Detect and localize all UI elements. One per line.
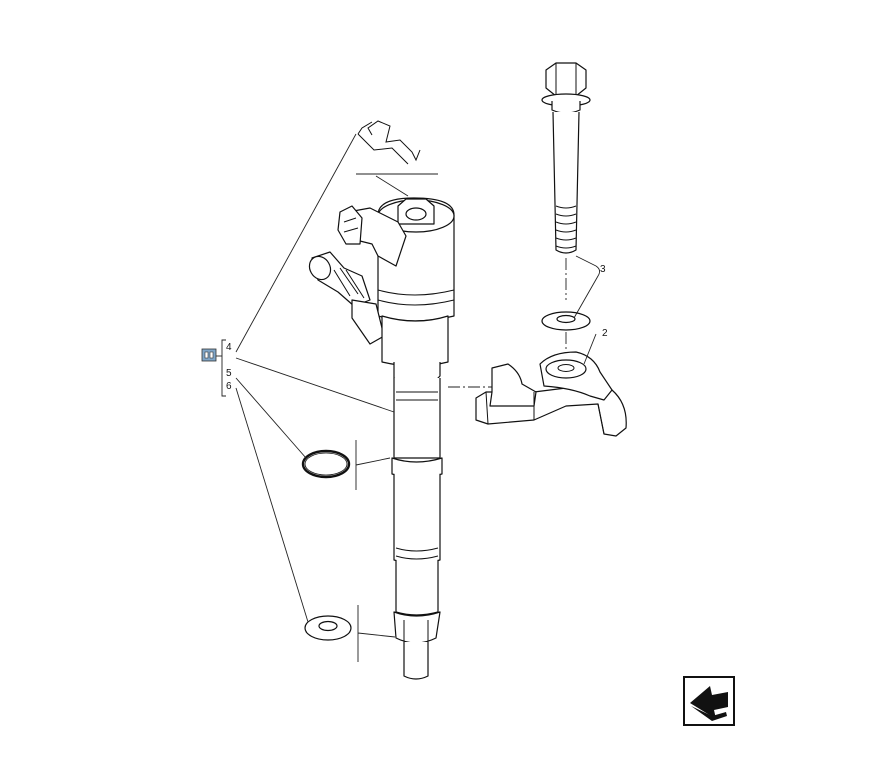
o-ring bbox=[301, 449, 351, 479]
bolt bbox=[541, 62, 591, 254]
exit-arrow-icon[interactable] bbox=[683, 676, 735, 726]
callout-4: 4 bbox=[226, 342, 232, 353]
seal-washer bbox=[304, 615, 352, 641]
washer-position-bracket bbox=[357, 605, 396, 662]
injector bbox=[308, 197, 455, 680]
callout-6: 6 bbox=[226, 381, 232, 392]
leader-line-group bbox=[235, 133, 357, 353]
leader-line-oring bbox=[235, 377, 307, 459]
bolt-washer bbox=[541, 311, 591, 331]
injector-clamp bbox=[475, 351, 627, 437]
assembly-group-icon[interactable] bbox=[201, 348, 217, 362]
leader-line-clamp bbox=[583, 333, 597, 365]
leader-line-washer bbox=[235, 387, 309, 623]
group-bracket bbox=[221, 339, 226, 397]
callout-2: 2 bbox=[602, 328, 608, 339]
leader-line-injector bbox=[235, 357, 395, 413]
oring-position-bracket bbox=[355, 440, 391, 490]
retaining-clip bbox=[357, 120, 421, 165]
callout-5: 5 bbox=[226, 368, 232, 379]
leader-line-bolt-shaft bbox=[575, 255, 597, 267]
leader-line-bolt bbox=[573, 265, 601, 319]
leader-line-clip bbox=[375, 175, 409, 197]
callout-3: 3 bbox=[600, 264, 606, 275]
